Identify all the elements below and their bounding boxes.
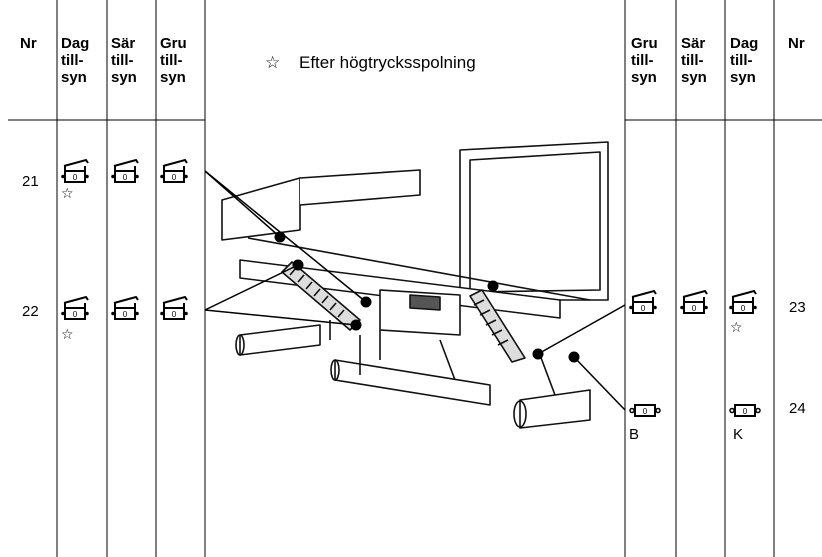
- row-number-24: 24: [789, 400, 806, 417]
- label-b: B: [629, 426, 640, 443]
- star-icon: ☆: [730, 319, 743, 335]
- row-number-21: 21: [22, 173, 39, 190]
- note-high-pressure-wash: ☆ Efter högtrycksspolning: [265, 53, 476, 72]
- row-number-23: 23: [789, 299, 806, 316]
- star-icon: ☆: [265, 53, 281, 72]
- star-icon: ☆: [61, 326, 74, 342]
- star-icon: ☆: [61, 185, 74, 201]
- label-k: K: [733, 426, 744, 443]
- header-nr-left: Nr: [20, 35, 37, 52]
- header-nr-right: Nr: [788, 35, 805, 52]
- row-number-22: 22: [22, 303, 39, 320]
